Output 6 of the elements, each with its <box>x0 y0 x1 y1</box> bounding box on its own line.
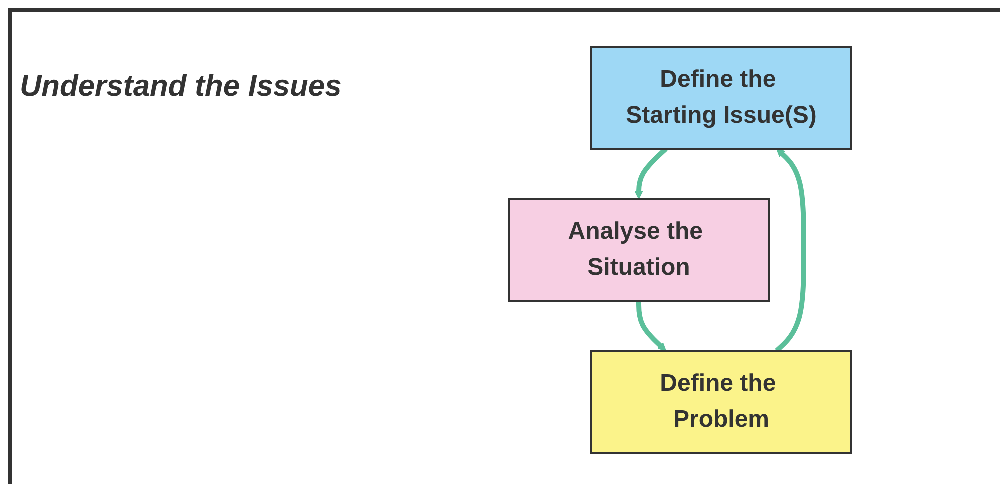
heading-text: Understand the Issues <box>20 70 342 104</box>
node-box: Define the Starting Issue(S) <box>590 46 852 150</box>
node-box: Analyse the Situation <box>508 198 770 302</box>
arrow <box>636 301 666 352</box>
arrow <box>774 148 806 353</box>
node-box: Define the Problem <box>590 350 852 454</box>
